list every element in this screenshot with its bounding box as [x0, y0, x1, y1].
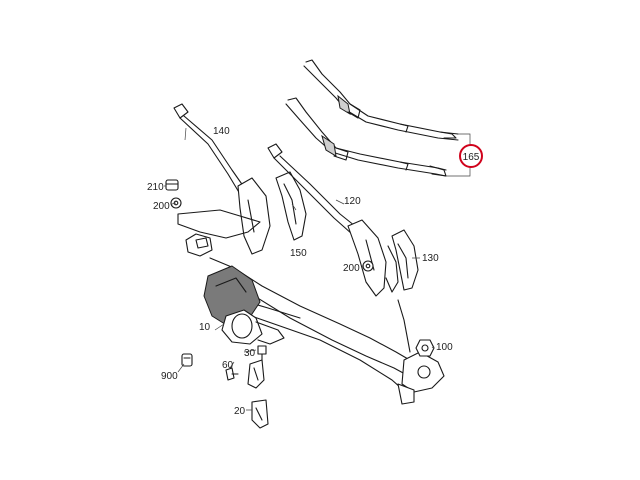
label-30: 30 [244, 348, 256, 359]
wiper-blade-lower [285, 97, 447, 177]
wiper-arm-140 [173, 103, 271, 255]
wiper-arm-120 [267, 143, 387, 297]
label-120: 120 [344, 196, 361, 207]
wiper-motor-10 [203, 265, 285, 345]
clip-60 [225, 367, 239, 381]
label-60: 60 [222, 360, 234, 371]
label-900: 900 [161, 371, 178, 382]
leader-165 [446, 133, 471, 177]
grommet-900 [181, 353, 193, 367]
highlight-circle-165 [459, 144, 483, 168]
label-140: 140 [213, 126, 230, 137]
label-150: 150 [290, 248, 307, 259]
bracket-20 [251, 399, 269, 429]
label-200-right: 200 [343, 263, 360, 274]
nut-210 [165, 179, 179, 191]
wiper-linkage [177, 209, 445, 405]
bracket-60 [247, 359, 265, 389]
leader-lines [164, 127, 435, 411]
label-20: 20 [234, 406, 246, 417]
label-100: 100 [436, 342, 453, 353]
wiper-blade-upper [303, 59, 459, 141]
label-130: 130 [422, 253, 439, 264]
label-165: 165 [463, 152, 480, 163]
washer-200-right [362, 260, 374, 272]
nut-100 [415, 339, 435, 357]
label-200-left: 200 [153, 201, 170, 212]
arm-cover-130 [385, 229, 419, 293]
label-210: 210 [147, 182, 164, 193]
label-10: 10 [199, 322, 211, 333]
arm-cover-150 [275, 171, 307, 241]
